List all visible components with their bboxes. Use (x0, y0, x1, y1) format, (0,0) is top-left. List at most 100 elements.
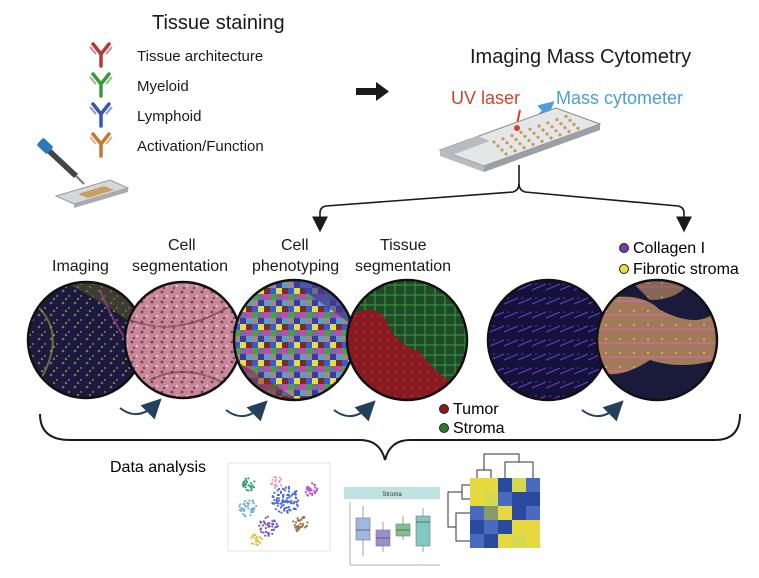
ablation-spot (504, 152, 508, 156)
ablation-spot (527, 138, 531, 142)
heatmap-cell (484, 520, 498, 534)
scatter-point (266, 523, 269, 526)
ablation-spot (564, 114, 568, 118)
heatmap-cell (498, 478, 512, 492)
scatter-point (289, 509, 292, 512)
scatter-point (252, 486, 256, 489)
boxplot-title: Stroma (382, 492, 402, 498)
scatter-point (282, 493, 285, 496)
scatter-point (304, 490, 307, 494)
heatmap-cell (470, 506, 484, 520)
scatter-point (307, 489, 310, 492)
ablation-spot (549, 136, 553, 140)
analysis-brace (39, 413, 741, 461)
imc-title: Imaging Mass Cytometry (470, 46, 691, 68)
scatter-point (279, 491, 283, 494)
boxplot-box (415, 508, 431, 552)
scatter-point (286, 509, 289, 513)
legend-label: Tumor (453, 401, 499, 418)
scatter-point (251, 533, 255, 537)
boxplot-box (355, 506, 371, 556)
scatter-point (309, 487, 312, 490)
scatter-point (313, 483, 316, 487)
scatter-point (272, 523, 275, 526)
scatter-point (279, 506, 283, 509)
scatter-point (271, 482, 274, 485)
scatter-point (277, 499, 281, 502)
scatter-point (254, 540, 257, 543)
scatter-point (254, 543, 258, 546)
legend-swatch (619, 264, 629, 274)
step-cell-seg-label-line1: Cell (168, 237, 196, 254)
step-transition-arrows (119, 398, 624, 422)
scatter-point (251, 484, 254, 487)
collagen-tissue-circle (486, 278, 610, 402)
scatter-point (287, 487, 291, 490)
scatter-point (286, 496, 289, 500)
scatter-point (296, 527, 299, 531)
scatter-point (264, 516, 267, 520)
scatter-point (258, 524, 261, 527)
ablation-spot (509, 145, 513, 149)
scatter-point (250, 542, 253, 545)
heatmap-cell (512, 506, 526, 520)
scatter-point (288, 500, 291, 503)
scatter-point (308, 492, 312, 495)
scatter-point (276, 525, 279, 528)
scatter-point (268, 525, 271, 528)
heatmap-cell (512, 534, 526, 548)
ablation-spot (522, 146, 526, 150)
ablation-spot (576, 126, 580, 130)
scatter-point (250, 536, 253, 539)
uv-laser-label: UV laser (451, 88, 520, 108)
scatter-point (306, 485, 309, 489)
scatter-point (306, 494, 310, 497)
legend-label: Collagen I (633, 240, 705, 257)
scatter-point (245, 479, 248, 482)
scatter-point (272, 519, 276, 522)
ablation-spot (501, 137, 505, 141)
scatter-point (264, 534, 267, 537)
heatmap-cell (484, 478, 498, 492)
antibody-label: Myeloid (137, 78, 189, 95)
scatter-point (294, 496, 297, 499)
scatter-point (248, 499, 251, 502)
scatter-point (247, 489, 250, 492)
antibody-icon (89, 72, 113, 98)
scatter-point (310, 492, 314, 495)
scatter-point (244, 477, 247, 480)
scatter-point (243, 509, 246, 512)
scatter-point (242, 502, 245, 506)
scatter-point (282, 500, 286, 503)
scatter-point (278, 476, 281, 479)
ablation-spot (537, 124, 541, 128)
scatter-point (290, 499, 293, 502)
scatter-point (276, 502, 280, 505)
step-tissue-seg-label-line2: segmentation (355, 258, 451, 275)
heatmap-cell (470, 478, 484, 492)
scatter-point (259, 536, 262, 539)
antibody-icon (89, 42, 113, 68)
scatter-point (290, 502, 293, 505)
scatter-point (264, 526, 267, 530)
scatter-point (251, 500, 254, 503)
scatter-point (252, 502, 255, 505)
ablation-spot (518, 142, 522, 146)
scatter-point (283, 489, 287, 492)
workflow-arrow (356, 82, 389, 101)
ablation-spot (532, 131, 536, 135)
scatter-point (243, 514, 246, 517)
ablation-spot (567, 130, 571, 134)
scatter-point (249, 485, 252, 488)
heatmap-cell (484, 492, 498, 506)
scatter-point (296, 505, 299, 508)
scatter-point (271, 525, 274, 528)
antibody-label: Tissue architecture (137, 48, 263, 65)
scatter-point (298, 528, 301, 531)
ablation-spot (540, 139, 544, 143)
scatter-point (296, 517, 299, 520)
scatter-point (274, 480, 277, 483)
scatter-point (275, 484, 278, 487)
scatter-point (271, 520, 274, 523)
